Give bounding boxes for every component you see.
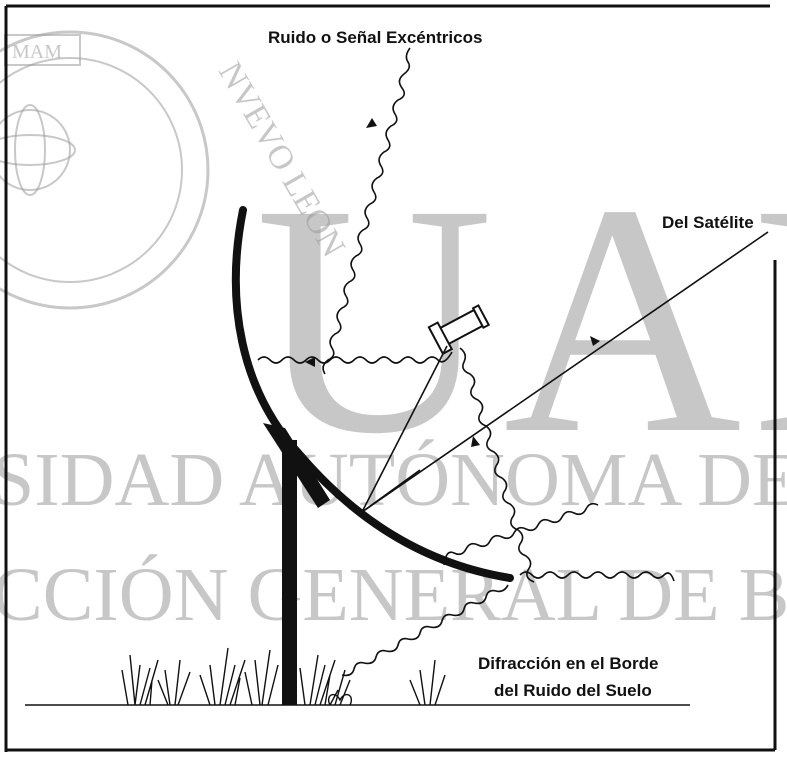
dish-mount-pole [282, 440, 297, 705]
feed-horn [427, 304, 491, 356]
offaxis-noise-waves [257, 47, 675, 677]
label-from-satellite: Del Satélite [662, 213, 754, 232]
satellite-ray [361, 231, 769, 513]
watermark-big-letters: UAN [255, 137, 787, 502]
dish-mount-bracket [263, 423, 330, 508]
frame [4, 4, 777, 752]
parabolic-reflector [231, 206, 514, 582]
label-diffraction-line-1: Difracción en el Borde [478, 654, 658, 673]
grass [121, 647, 446, 706]
label-diffraction-line-2: del Ruido del Suelo [494, 681, 652, 700]
watermark-line-2: CCIÓN GENERAL DE BIBLIOTEC [0, 553, 787, 637]
watermark: MAM NVEVO LEON UAN SIDAD AUTÓNOMA DE NUE… [0, 30, 787, 637]
seal-banner-text: MAM [12, 41, 62, 63]
label-offaxis-noise: Ruido o Señal Excéntricos [268, 28, 482, 47]
